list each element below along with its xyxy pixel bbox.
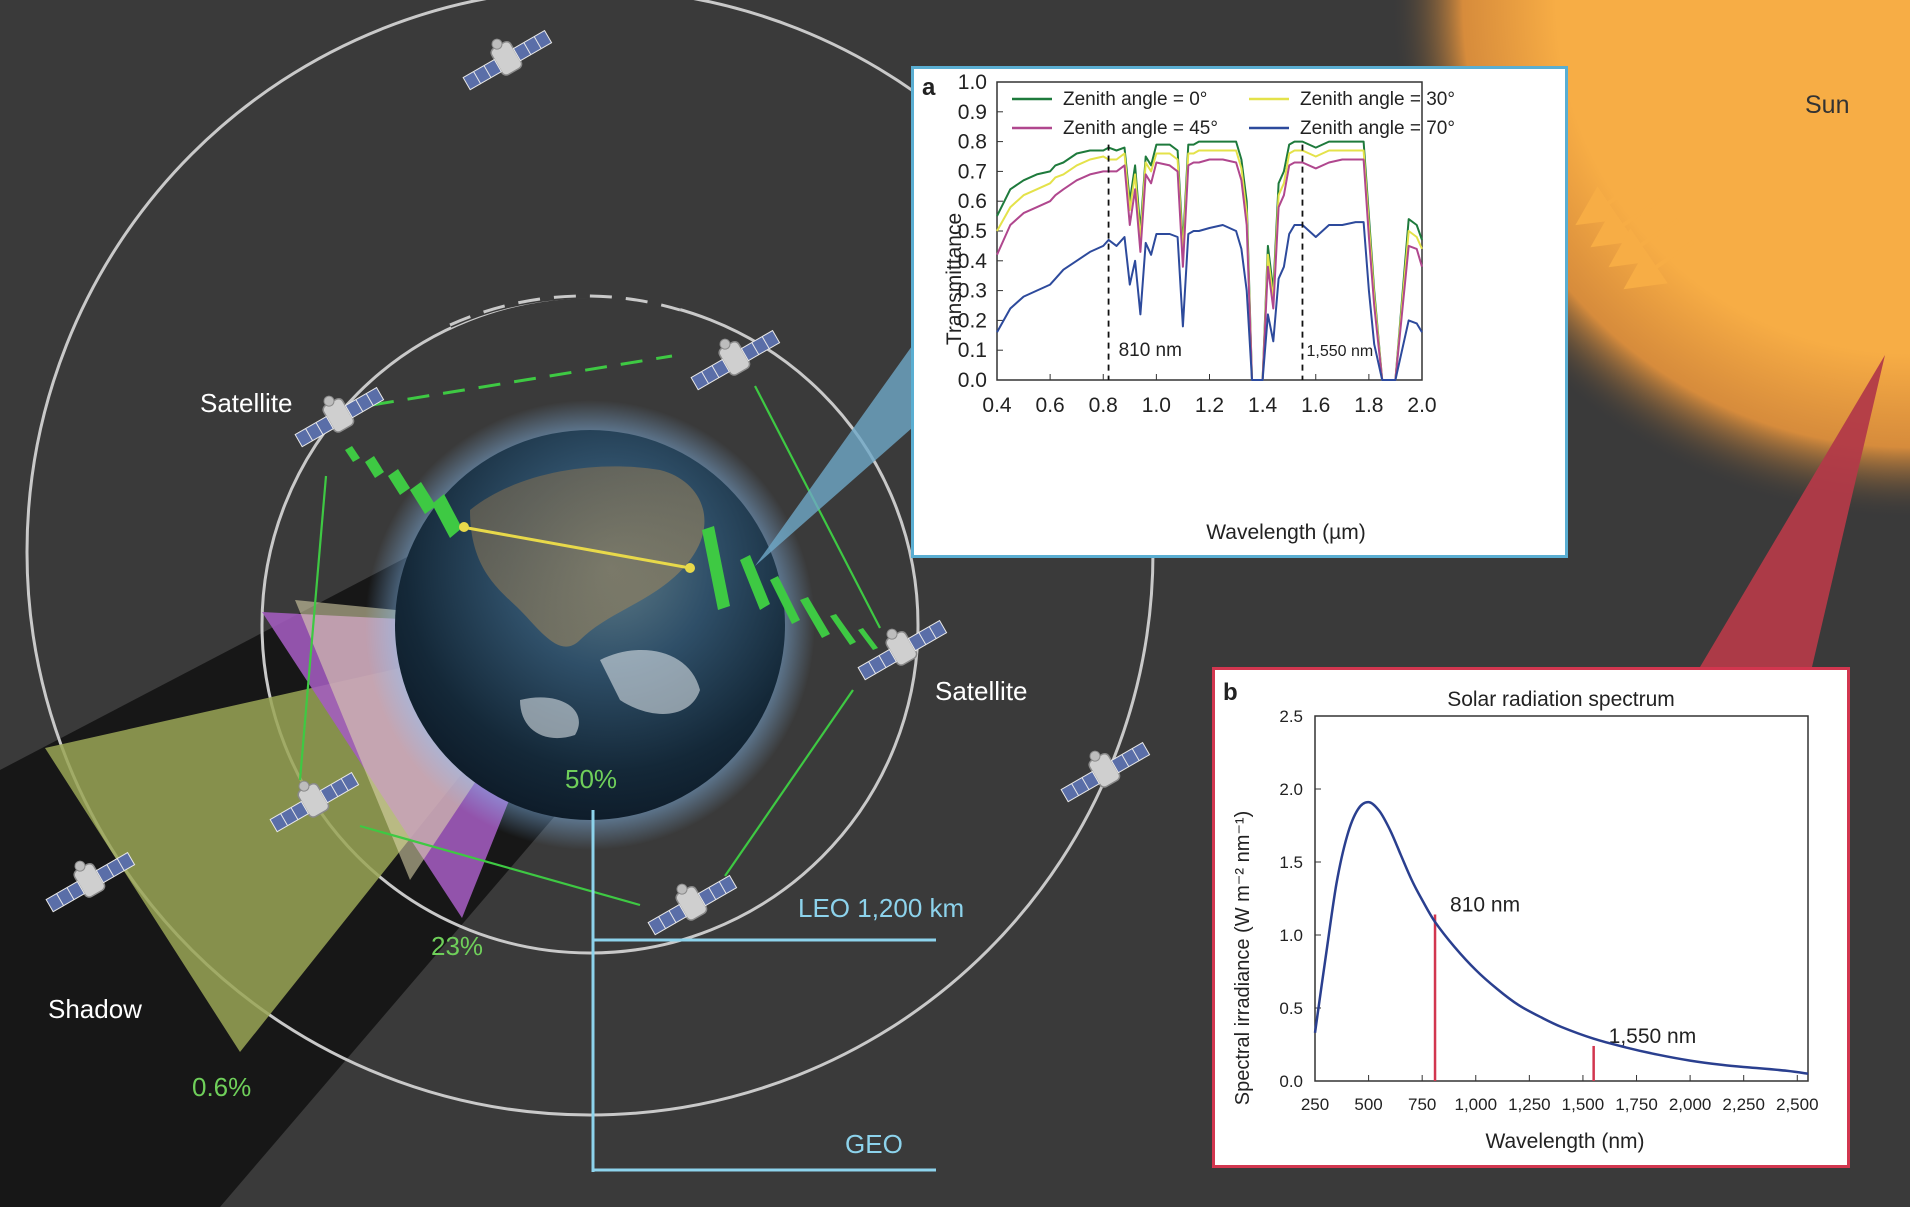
x-tick-label: 1,250 — [1508, 1095, 1551, 1114]
y-tick-label: 0.5 — [958, 220, 987, 243]
x-tick-label: 0.4 — [982, 394, 1012, 417]
solar-spectrum-line — [1313, 800, 1809, 1075]
y-tick-label: 2.0 — [1279, 780, 1303, 799]
x-tick-label: 1,500 — [1562, 1095, 1605, 1114]
leo-label: LEO 1,200 km — [798, 893, 964, 923]
y-tick-label: 1.0 — [1279, 926, 1303, 945]
pct-50-label: 50% — [565, 764, 617, 794]
x-tick-label: 1,750 — [1615, 1095, 1658, 1114]
satellite-label-left: Satellite — [200, 388, 293, 418]
y-tick-label: 0.1 — [958, 339, 987, 362]
x-tick-label: 2,000 — [1669, 1095, 1712, 1114]
ground-link-beam — [461, 525, 691, 570]
panel-b-label: b — [1223, 679, 1238, 706]
x-tick-label: 1.8 — [1354, 394, 1383, 417]
y-tick-label: 0.2 — [958, 309, 987, 332]
legend-entry: Zenith angle = 30° — [1300, 89, 1455, 110]
y-tick-label: 0.3 — [958, 280, 987, 303]
solar-spectrum-xlabel: Wavelength (nm) — [1485, 1130, 1644, 1153]
y-tick-label: 1.0 — [958, 71, 987, 94]
legend-entry: Zenith angle = 45° — [1063, 118, 1218, 139]
x-tick-label: 0.8 — [1089, 394, 1118, 417]
x-tick-label: 0.6 — [1036, 394, 1065, 417]
solar-spectrum-title: Solar radiation spectrum — [1447, 688, 1675, 711]
legend-entry: Zenith angle = 0° — [1063, 89, 1207, 110]
panel-a-label: a — [922, 74, 936, 101]
ground-station-east — [685, 563, 695, 573]
y-tick-label: 0.9 — [958, 101, 987, 124]
y-tick-label: 0.5 — [1279, 999, 1303, 1018]
transmittance-chart: a Transmittance Wavelength (µm) 0.4 0.6 0.… — [922, 71, 1455, 544]
wavelength-marker-label: 1,550 nm — [1306, 343, 1373, 360]
y-tick-label: 0.0 — [958, 369, 987, 392]
leo-orbit-dashes — [449, 294, 681, 327]
transmittance-series-line — [996, 149, 1423, 381]
y-tick-label: 0.0 — [1279, 1072, 1303, 1091]
x-tick-label: 1,000 — [1454, 1095, 1497, 1114]
x-tick-label: 2,500 — [1776, 1095, 1819, 1114]
transmittance-panel: a Transmittance Wavelength (µm) 0.4 0.6 0.… — [911, 66, 1568, 558]
wavelength-marker-label: 810 nm — [1450, 894, 1520, 917]
x-tick-label: 750 — [1408, 1095, 1436, 1114]
transmittance-ylabel: Transmittance — [943, 213, 966, 345]
x-tick-label: 2,250 — [1722, 1095, 1765, 1114]
atmosphere-wedge — [755, 346, 912, 566]
earth-clouds — [520, 650, 700, 739]
y-tick-label: 0.7 — [958, 160, 987, 183]
downlink-beams — [345, 446, 878, 650]
transmittance-series-line — [996, 140, 1423, 381]
x-tick-label: 2.0 — [1407, 394, 1436, 417]
spectrum-plot-frame — [1314, 715, 1809, 1082]
x-tick-label: 1.0 — [1142, 394, 1171, 417]
satellite-label-right: Satellite — [935, 676, 1028, 706]
transmittance-series-line — [996, 158, 1423, 381]
solar-spectrum-panel: b Solar radiation spectrum Spectral irra… — [1212, 667, 1850, 1168]
y-tick-label: 1.5 — [1279, 853, 1303, 872]
pct-06-label: 0.6% — [192, 1072, 251, 1102]
ground-station-west — [459, 522, 469, 532]
earth-landmass — [470, 466, 705, 647]
x-tick-label: 1.6 — [1301, 394, 1330, 417]
y-tick-label: 0.4 — [958, 250, 988, 273]
sun-spectrum-wedge — [1700, 355, 1885, 667]
y-tick-label: 0.6 — [958, 190, 987, 213]
y-tick-label: 0.8 — [958, 131, 987, 154]
altitude-leaders — [591, 810, 936, 1172]
shadow-label: Shadow — [48, 994, 142, 1024]
wavelength-marker-label: 810 nm — [1119, 340, 1182, 361]
y-tick-label: 2.5 — [1279, 707, 1303, 726]
transmittance-xlabel: Wavelength (µm) — [1206, 521, 1366, 544]
x-tick-label: 250 — [1301, 1095, 1329, 1114]
sun-label: Sun — [1805, 91, 1849, 119]
x-tick-label: 500 — [1354, 1095, 1382, 1114]
legend-entry: Zenith angle = 70° — [1300, 118, 1455, 139]
sun-rays — [1575, 178, 1695, 290]
pct-23-label: 23% — [431, 931, 483, 961]
solar-spectrum-ylabel: Spectral irradiance (W m⁻² nm⁻¹) — [1232, 811, 1254, 1106]
transmittance-series-line — [996, 221, 1423, 381]
solar-spectrum-chart: b Solar radiation spectrum Spectral irra… — [1223, 679, 1819, 1153]
geo-label: GEO — [845, 1129, 903, 1159]
wavelength-marker-label: 1,550 nm — [1609, 1025, 1697, 1048]
x-tick-label: 1.4 — [1248, 394, 1278, 417]
x-tick-label: 1.2 — [1195, 394, 1224, 417]
